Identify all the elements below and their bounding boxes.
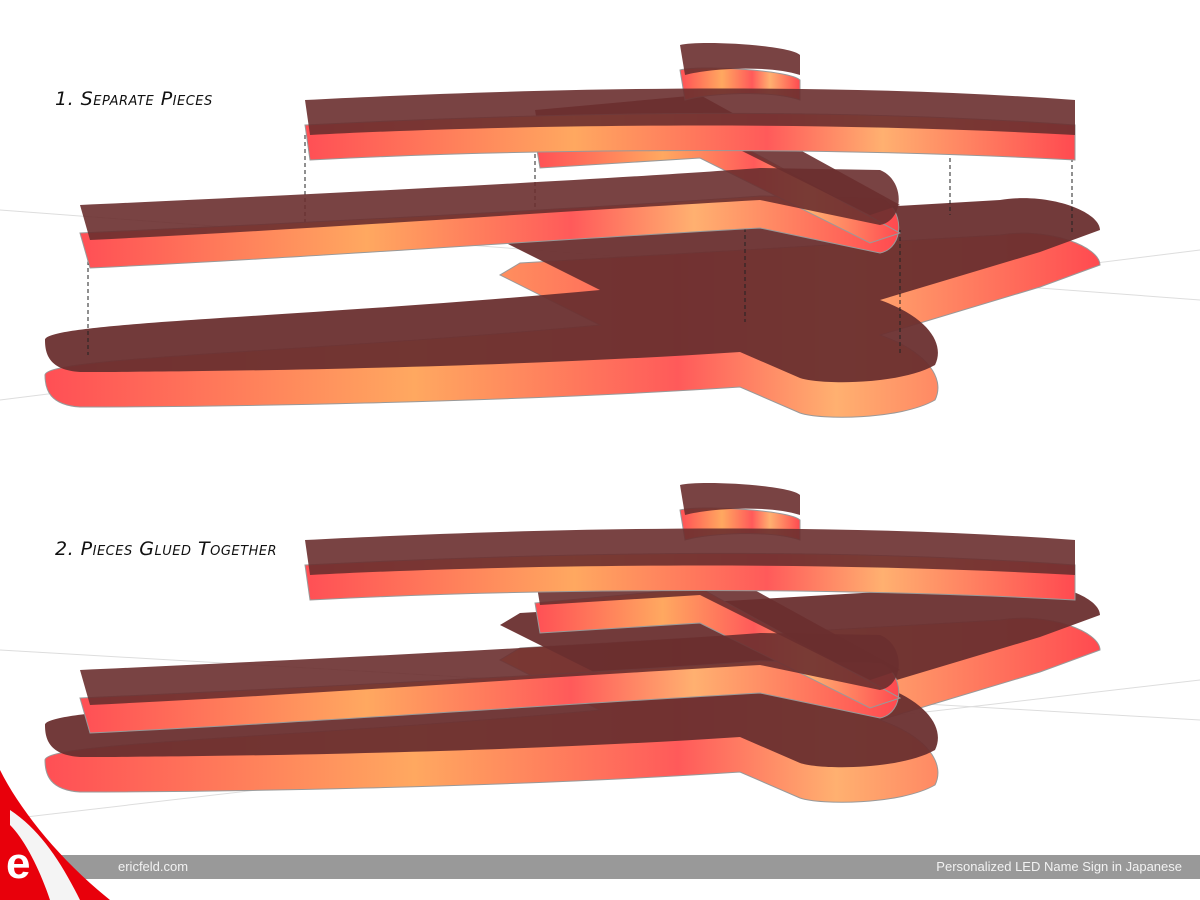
step-1-label: 1. Separate Pieces [55, 88, 213, 110]
separate-pieces-diagram [44, 43, 1101, 418]
top-piece [304, 483, 1076, 601]
svg-text:e: e [6, 839, 30, 888]
footer-bar: ericfeld.com Personalized LED Name Sign … [0, 855, 1200, 879]
step-2-label: 2. Pieces Glued Together [55, 538, 278, 560]
footer-title: Personalized LED Name Sign in Japanese [936, 859, 1182, 874]
top-piece [304, 43, 1076, 161]
glued-pieces-diagram [44, 483, 1101, 803]
ericfeld-logo-icon: e [0, 770, 110, 900]
footer-site-link[interactable]: ericfeld.com [118, 859, 189, 874]
